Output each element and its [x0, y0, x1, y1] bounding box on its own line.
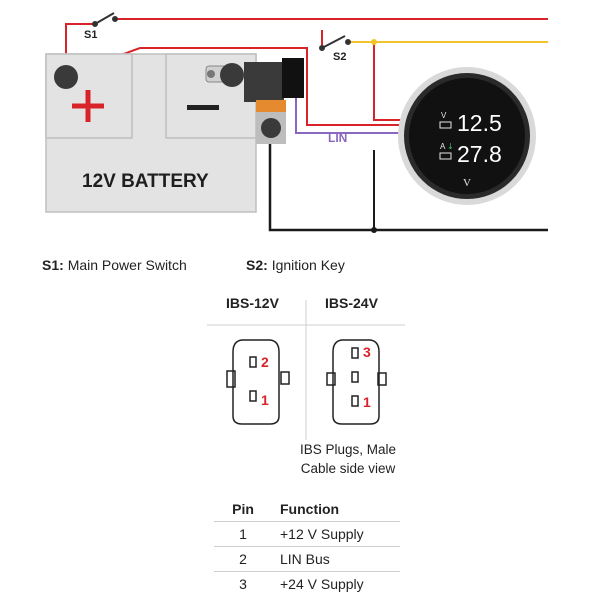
pin-number: 2 — [214, 546, 272, 572]
lin-label: LIN — [328, 131, 347, 145]
plug-12v-title: IBS-12V — [226, 295, 279, 311]
table-header-function: Function — [272, 497, 400, 522]
battery-monitor-gauge: V 12.5 A ↓ 27.8 V — [398, 67, 536, 205]
battery: 12V BATTERY — [45, 53, 257, 213]
switch-s1-label: S1 — [84, 29, 97, 41]
plug-24v-pin-b: 1 — [363, 394, 371, 410]
legend-s2: S2: Ignition Key — [246, 257, 345, 273]
plug-ibs-12v — [226, 339, 290, 425]
pin-number: 1 — [214, 521, 272, 547]
gauge-current-value: 27.8 — [457, 141, 502, 167]
ignition-junction — [371, 39, 377, 45]
pin-function: LIN Bus — [272, 546, 400, 572]
table-row: 3 +24 V Supply — [214, 571, 400, 596]
legend-s1-text: Main Power Switch — [67, 257, 187, 273]
battery-glyph-icon-2 — [439, 152, 452, 160]
plug-ibs-24v — [326, 339, 387, 425]
gauge-voltage-value: 12.5 — [457, 110, 502, 136]
table-row: 2 LIN Bus — [214, 546, 400, 572]
battery-label: 12V BATTERY — [82, 171, 209, 192]
lin-wire — [295, 98, 405, 134]
pin-function: +24 V Supply — [272, 571, 400, 596]
plug-caption-line2: Cable side view — [300, 461, 396, 476]
pin-number: 3 — [214, 571, 272, 596]
plug-12v-pin-a: 2 — [261, 354, 269, 370]
ibs-sensor — [244, 58, 304, 144]
ibs-shunt — [256, 100, 286, 112]
legend-s1: S1: Main Power Switch — [42, 257, 187, 273]
switch-s2-label: S2 — [333, 51, 346, 63]
positive-terminal — [54, 65, 78, 89]
gauge-voltage-unit: V — [441, 111, 447, 120]
legend-s2-text: Ignition Key — [271, 257, 345, 273]
table-header-pin: Pin — [214, 497, 272, 522]
clamp-bolt — [207, 70, 215, 78]
charge-arrow-icon: ↓ — [447, 142, 454, 151]
plug-caption: IBS Plugs, Male Cable side view — [288, 440, 408, 478]
pin-function-table: Pin Function 1 +12 V Supply 2 LIN Bus 3 … — [214, 497, 400, 596]
legend-s1-code: S1: — [42, 257, 64, 273]
plug-12v-pin-b: 1 — [261, 392, 269, 408]
gauge-current-unit: A — [440, 142, 446, 151]
plus-sign — [72, 90, 104, 122]
legend-s2-code: S2: — [246, 257, 268, 273]
ground-wire — [268, 140, 548, 232]
negative-terminal — [220, 63, 244, 87]
plug-divider — [207, 300, 405, 440]
table-row: 1 +12 V Supply — [214, 521, 400, 547]
switch-s1 — [92, 12, 118, 27]
switch-s2 — [319, 35, 351, 51]
ground-junction — [371, 227, 377, 233]
pin-function: +12 V Supply — [272, 521, 400, 547]
gauge-logo: V — [463, 177, 471, 189]
plug-24v-pin-a: 3 — [363, 344, 371, 360]
plug-24v-title: IBS-24V — [325, 295, 378, 311]
battery-glyph-icon — [439, 121, 452, 129]
minus-sign — [187, 105, 219, 110]
plug-caption-line1: IBS Plugs, Male — [299, 442, 397, 457]
table-header-row: Pin Function — [214, 497, 400, 522]
